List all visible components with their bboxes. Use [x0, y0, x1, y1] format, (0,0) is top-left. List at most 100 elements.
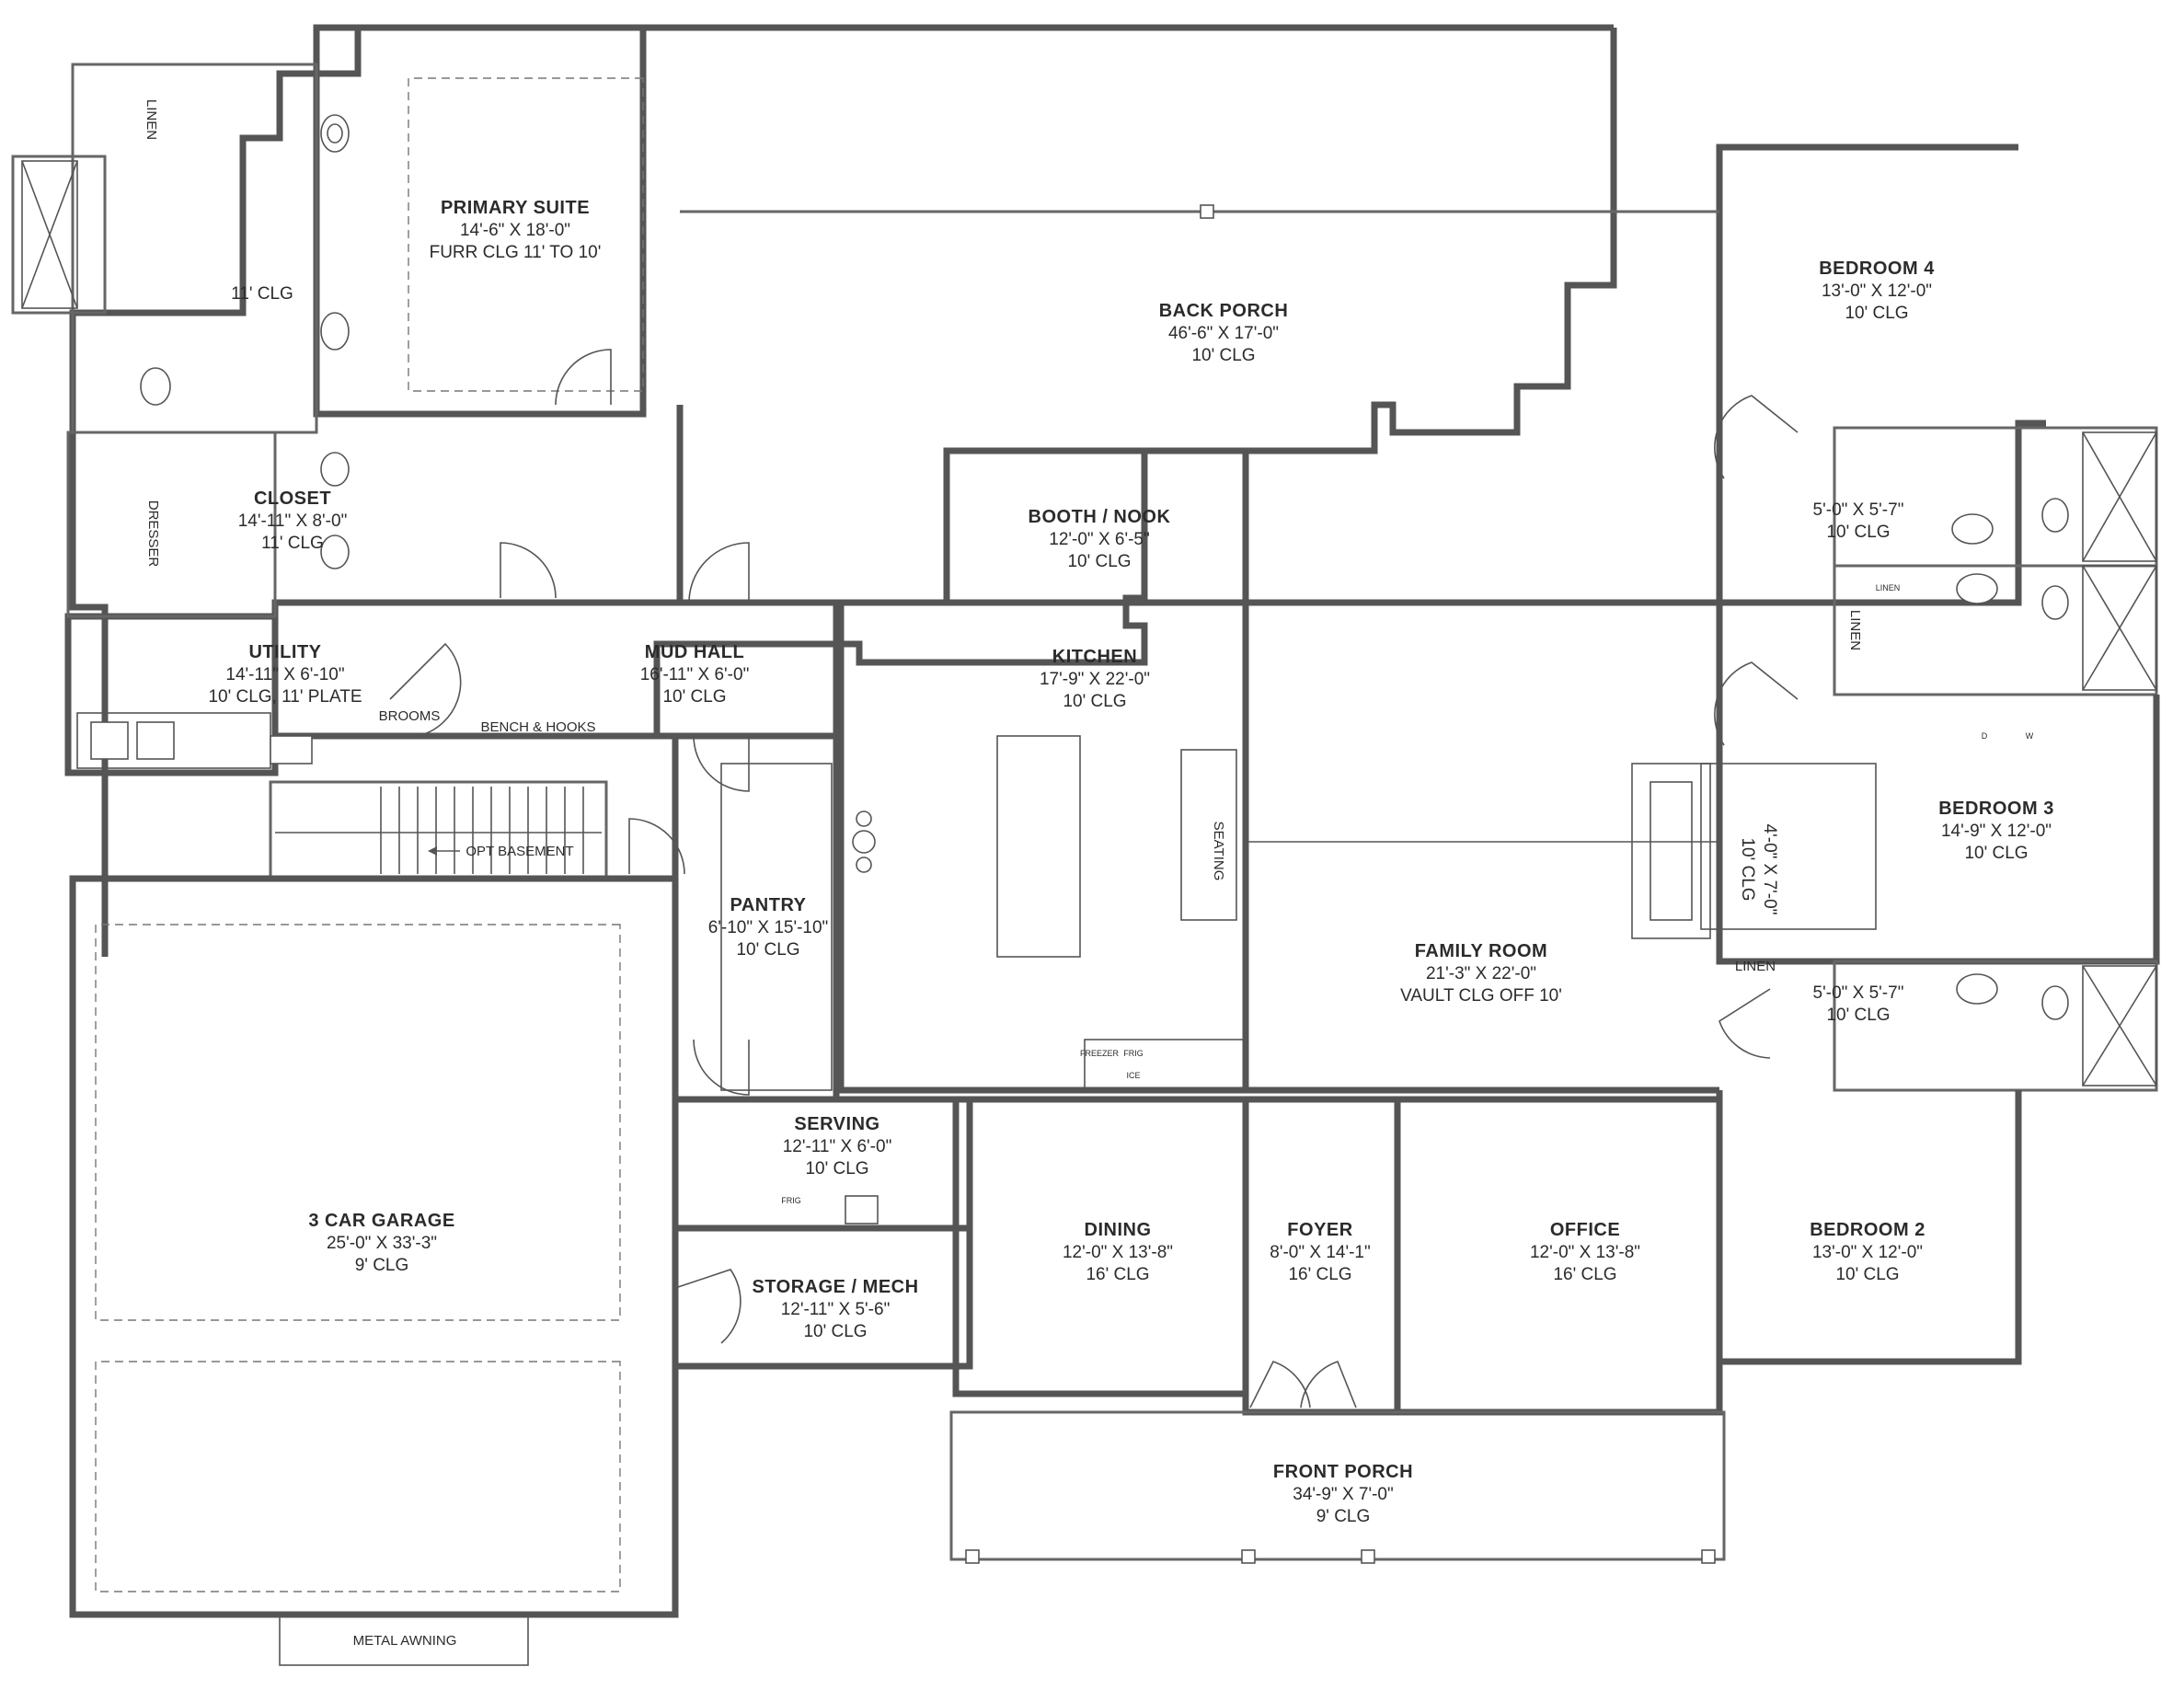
office-dims: 12'-0" X 13'-8" — [1530, 1243, 1640, 1262]
sink-lower-right — [1956, 973, 1998, 1005]
kitchen-island-small — [1180, 749, 1237, 921]
door-swings — [389, 349, 1799, 1408]
front-porch-label: FRONT PORCH 34'-9" X 7'-0" 9' CLG — [1273, 1462, 1413, 1526]
opt-basement-label: OPT BASEMENT — [466, 844, 573, 859]
bedroom-4-clg: 10' CLG — [1845, 304, 1908, 323]
primary-suite-clg: FURR CLG 11' TO 10' — [430, 243, 602, 262]
bath-upper-right-walls — [1833, 426, 2158, 568]
frig-label: FRIG — [1123, 1049, 1144, 1058]
washer-label: W — [2026, 731, 2034, 741]
dining-name: DINING — [1085, 1220, 1152, 1240]
bed3-closet-label: 4'-0" X 7'-0" 10' CLG — [1738, 824, 1779, 915]
tub-fixture-upper — [1951, 513, 1994, 545]
frig-serving-label: FRIG — [781, 1196, 801, 1205]
showers — [21, 160, 2157, 1086]
closet-clg: 11' CLG — [261, 534, 324, 553]
bedroom-3-label: BEDROOM 3 14'-9" X 12'-0" 10' CLG — [1938, 799, 2054, 863]
bedroom-2-label: BEDROOM 2 13'-0" X 12'-0" 10' CLG — [1810, 1220, 1925, 1284]
pantry-label: PANTRY 6'-10" X 15'-10" 10' CLG — [708, 895, 829, 960]
front-porch-clg: 9' CLG — [1316, 1507, 1371, 1526]
pantry-clg: 10' CLG — [736, 940, 799, 960]
mud-hall-label: MUD HALL 16'-11" X 6'-0" 10' CLG — [640, 642, 750, 707]
booth-nook-walls — [943, 447, 1249, 606]
mud-hall-name: MUD HALL — [645, 642, 744, 662]
front-porch-name: FRONT PORCH — [1273, 1462, 1413, 1482]
toilet-mid-right — [2041, 585, 2069, 620]
utility-clg: 10' CLG, 11' PLATE — [208, 687, 362, 707]
storage-mech-clg: 10' CLG — [803, 1322, 867, 1341]
garage-label: 3 CAR GARAGE 25'-0" X 33'-3" 9' CLG — [308, 1211, 454, 1275]
closet-name: CLOSET — [254, 489, 331, 509]
interior-details — [76, 77, 1877, 1666]
dining-walls — [952, 1096, 1249, 1397]
kitchen-dims: 17'-9" X 22'-0" — [1040, 670, 1150, 689]
bedroom-2-dims: 13'-0" X 12'-0" — [1812, 1243, 1923, 1262]
dining-label: DINING 12'-0" X 13'-8" 16' CLG — [1063, 1220, 1173, 1284]
porch-posts — [965, 204, 1716, 1564]
bedroom-3-dims: 14'-9" X 12'-0" — [1941, 822, 2052, 841]
booth-nook-name: BOOTH / NOOK — [1029, 507, 1171, 527]
brooms-label: BROOMS — [379, 708, 441, 724]
storage-mech-name: STORAGE / MECH — [752, 1277, 918, 1297]
foyer-label: FOYER 8'-0" X 14'-1" 16' CLG — [1270, 1220, 1370, 1284]
stair-walls — [269, 780, 608, 880]
fireplace — [1631, 763, 1711, 939]
bath-upper-right-dims: 5'-0" X 5'-7" — [1813, 500, 1904, 520]
family-room-name: FAMILY ROOM — [1415, 941, 1547, 961]
toilet-upper-right — [2041, 498, 2069, 533]
back-porch-label: BACK PORCH 46'-6" X 17'-0" 10' CLG — [1159, 301, 1289, 365]
bath-lower-right-label: 5'-0" X 5'-7" 10' CLG — [1813, 983, 1904, 1025]
ice-label: ICE — [1126, 1071, 1140, 1080]
primary-bath-walls — [71, 63, 318, 434]
family-room-label: FAMILY ROOM 21'-3" X 22'-0" VAULT CLG OF… — [1400, 941, 1562, 1006]
seating-label: SEATING — [1211, 822, 1226, 881]
primary-bath-clg: 11' CLG — [231, 284, 293, 304]
bench-hooks-label: BENCH & HOOKS — [480, 719, 595, 735]
dryer-label: D — [1982, 731, 1988, 741]
primary-suite-dims: 14'-6" X 18'-0" — [460, 221, 570, 240]
closet-label: CLOSET 14'-11" X 8'-0" 11' CLG — [238, 489, 348, 553]
family-room-clg: VAULT CLG OFF 10' — [1400, 986, 1562, 1006]
primary-suite-name: PRIMARY SUITE — [441, 198, 590, 218]
family-room-dims: 21'-3" X 22'-0" — [1426, 964, 1536, 983]
bedroom-3-clg: 10' CLG — [1964, 844, 2028, 863]
linen-lower-right-label: LINEN — [1735, 959, 1776, 974]
kitchen-name: KITCHEN — [1052, 647, 1137, 667]
kitchen-clg: 10' CLG — [1063, 692, 1126, 711]
serving-dims: 12'-11" X 6'-0" — [783, 1137, 892, 1156]
utility-label: UTILITY 14'-11" X 6'-10" 10' CLG, 11' PL… — [208, 642, 362, 707]
utility-dims: 14'-11" X 6'-10" — [225, 665, 344, 684]
back-porch-name: BACK PORCH — [1159, 301, 1289, 321]
foyer-dims: 8'-0" X 14'-1" — [1270, 1243, 1370, 1262]
kitchen-island — [996, 735, 1081, 958]
bath-lower-right-dims: 5'-0" X 5'-7" — [1813, 983, 1904, 1003]
office-name: OFFICE — [1550, 1220, 1620, 1240]
bath-upper-right-clg: 10' CLG — [1826, 523, 1890, 542]
office-clg: 16' CLG — [1553, 1265, 1616, 1284]
stair-treads — [380, 787, 584, 874]
mud-hall-clg: 10' CLG — [662, 687, 726, 707]
back-porch-clg: 10' CLG — [1191, 346, 1255, 365]
toilet-bath — [140, 367, 171, 406]
bed3-closet-clg: 10' CLG — [1738, 837, 1757, 901]
mud-hall-walls — [271, 599, 840, 740]
storage-mech-dims: 12'-11" X 5'-6" — [781, 1300, 891, 1319]
linen-right-label: LINEN — [1847, 610, 1863, 650]
bedroom-2-name: BEDROOM 2 — [1810, 1220, 1925, 1240]
plumbing-fixtures — [140, 114, 2069, 1224]
metal-awning-label: METAL AWNING — [353, 1633, 457, 1649]
dresser-label: DRESSER — [145, 500, 161, 568]
linen-top-left-label: LINEN — [144, 99, 159, 140]
bed3-closet-dims: 4'-0" X 7'-0" — [1760, 824, 1779, 915]
foyer-clg: 16' CLG — [1288, 1265, 1351, 1284]
garage-clg: 9' CLG — [355, 1256, 409, 1275]
serving-sink — [845, 1195, 879, 1224]
back-porch-dims: 46'-6" X 17'-0" — [1168, 324, 1279, 343]
bedroom-2-clg: 10' CLG — [1835, 1265, 1899, 1284]
bedroom-3-name: BEDROOM 3 — [1938, 799, 2054, 819]
basement-arrow-head — [428, 846, 437, 856]
toilet-lower-right — [2041, 985, 2069, 1020]
bath-upper-right-label: 5'-0" X 5'-7" 10' CLG — [1813, 500, 1904, 542]
closet-dims: 14'-11" X 8'-0" — [238, 512, 348, 531]
